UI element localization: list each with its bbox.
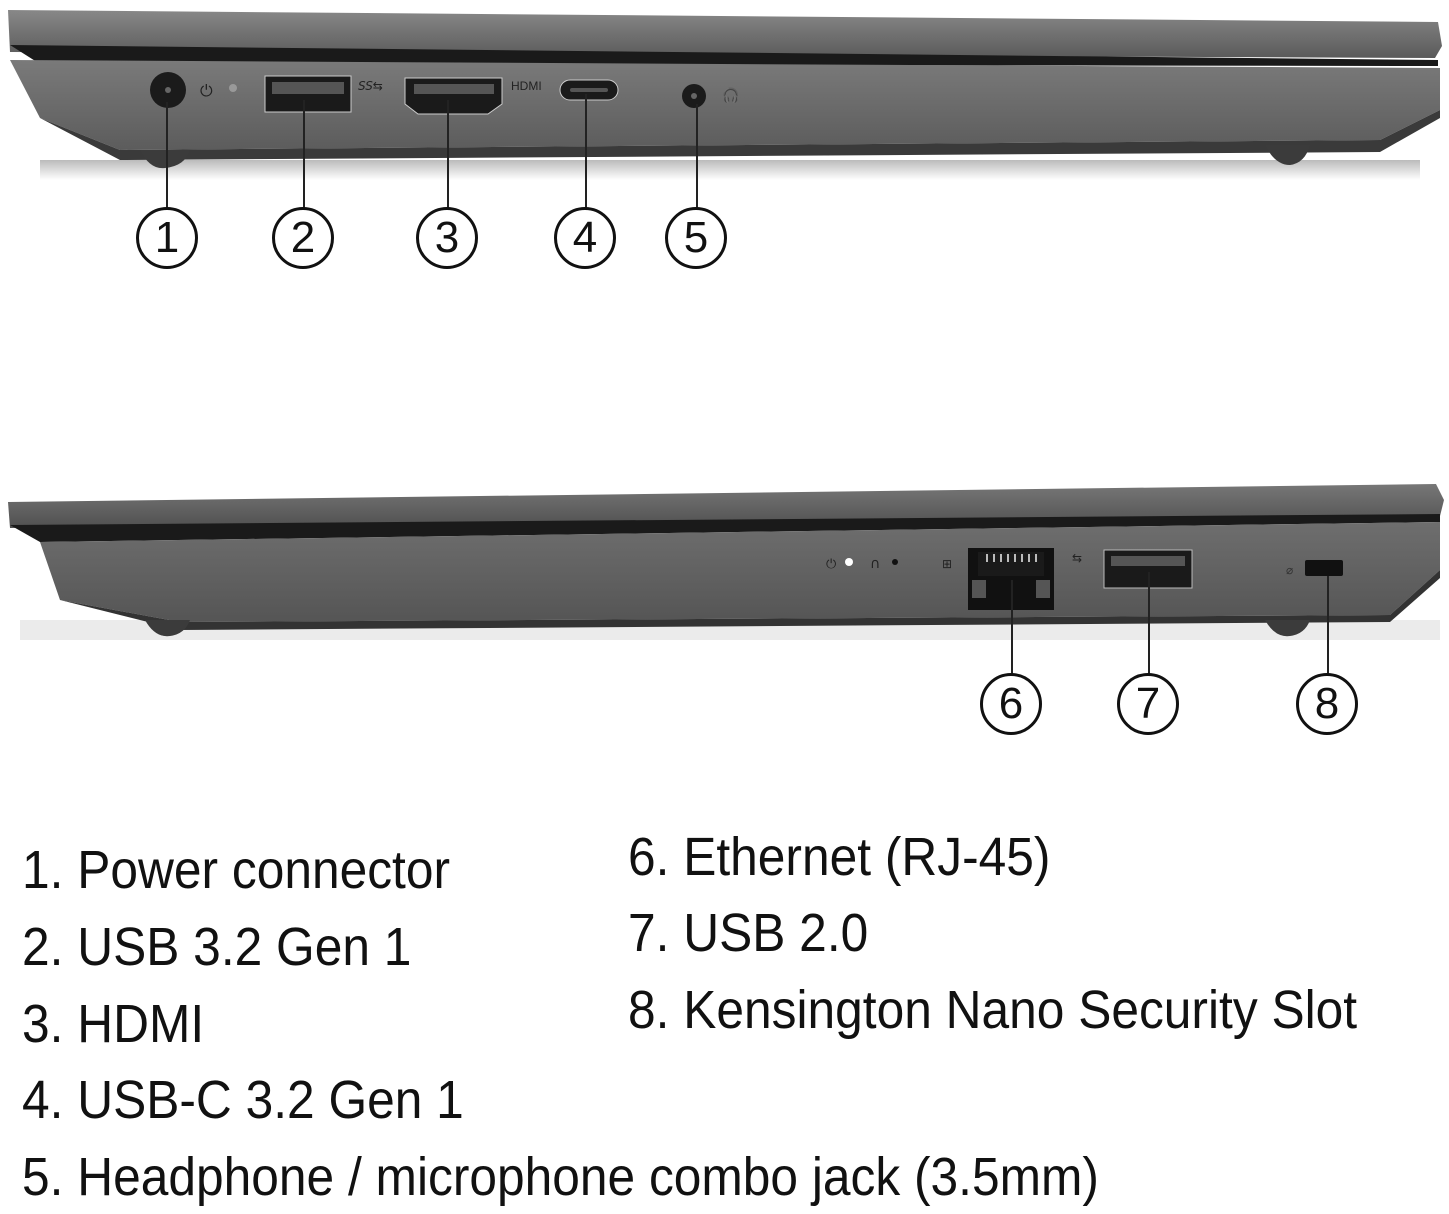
callout-3: 3 [416,207,478,269]
leader-line-4 [585,94,587,208]
svg-text:∩: ∩ [870,556,880,572]
leader-line-6 [1011,580,1013,674]
callout-number: 4 [572,213,598,262]
callout-2: 2 [272,207,334,269]
callout-4: 4 [554,207,616,269]
svg-text:⇆: ⇆ [1072,551,1082,565]
leader-line-5 [696,104,698,208]
right-side-view: ⏻ ∩ ⊞ ⇆ ⌀ [0,470,1449,660]
usb-c-port [559,79,619,101]
svg-text:⌀: ⌀ [1286,563,1293,577]
svg-text:⊞: ⊞ [942,557,952,571]
power-connector-port [150,72,186,108]
callout-7: 7 [1117,673,1179,735]
callout-6: 6 [980,673,1042,735]
svg-text:⏻: ⏻ [200,81,213,100]
svg-text:SS⇆: SS⇆ [358,79,383,93]
left-side-view: ⏻ SS⇆ HDMI 🎧 [0,0,1449,300]
legend-item-7: 7. USB 2.0 [628,903,869,963]
callout-1: 1 [136,207,198,269]
callout-number: 6 [998,679,1024,728]
usb3-port [264,75,352,113]
legend-item-4: 4. USB-C 3.2 Gen 1 [22,1070,464,1130]
right-side-illustration: ⏻ ∩ ⊞ ⇆ ⌀ [8,484,1444,640]
legend-item-5: 5. Headphone / microphone combo jack (3.… [22,1147,1099,1207]
leader-line-8 [1327,576,1329,674]
ethernet-port [968,548,1054,610]
legend-item-8: 8. Kensington Nano Security Slot [628,980,1358,1040]
callout-number: 8 [1314,679,1340,728]
legend-item-3: 3. HDMI [22,994,205,1054]
hdmi-port [404,77,503,115]
callout-number: 2 [290,213,316,262]
legend-item-1: 1. Power connector [22,840,451,900]
callout-number: 3 [434,213,460,262]
leader-line-3 [447,100,449,208]
callout-8: 8 [1296,673,1358,735]
legend-item-2: 2. USB 3.2 Gen 1 [22,917,412,977]
leader-line-1 [166,102,168,208]
svg-text:HDMI: HDMI [511,79,542,93]
callout-number: 5 [683,213,709,262]
callout-number: 1 [154,213,180,262]
leader-line-2 [303,100,305,208]
leader-line-7 [1148,572,1150,674]
svg-text:⏻: ⏻ [826,557,836,572]
audio-jack-port [682,84,706,108]
callout-number: 7 [1135,679,1161,728]
callout-5: 5 [665,207,727,269]
kensington-slot [1305,560,1343,576]
svg-text:🎧: 🎧 [722,87,739,104]
left-side-illustration: ⏻ SS⇆ HDMI 🎧 [8,10,1442,180]
legend-item-6: 6. Ethernet (RJ-45) [628,827,1051,887]
